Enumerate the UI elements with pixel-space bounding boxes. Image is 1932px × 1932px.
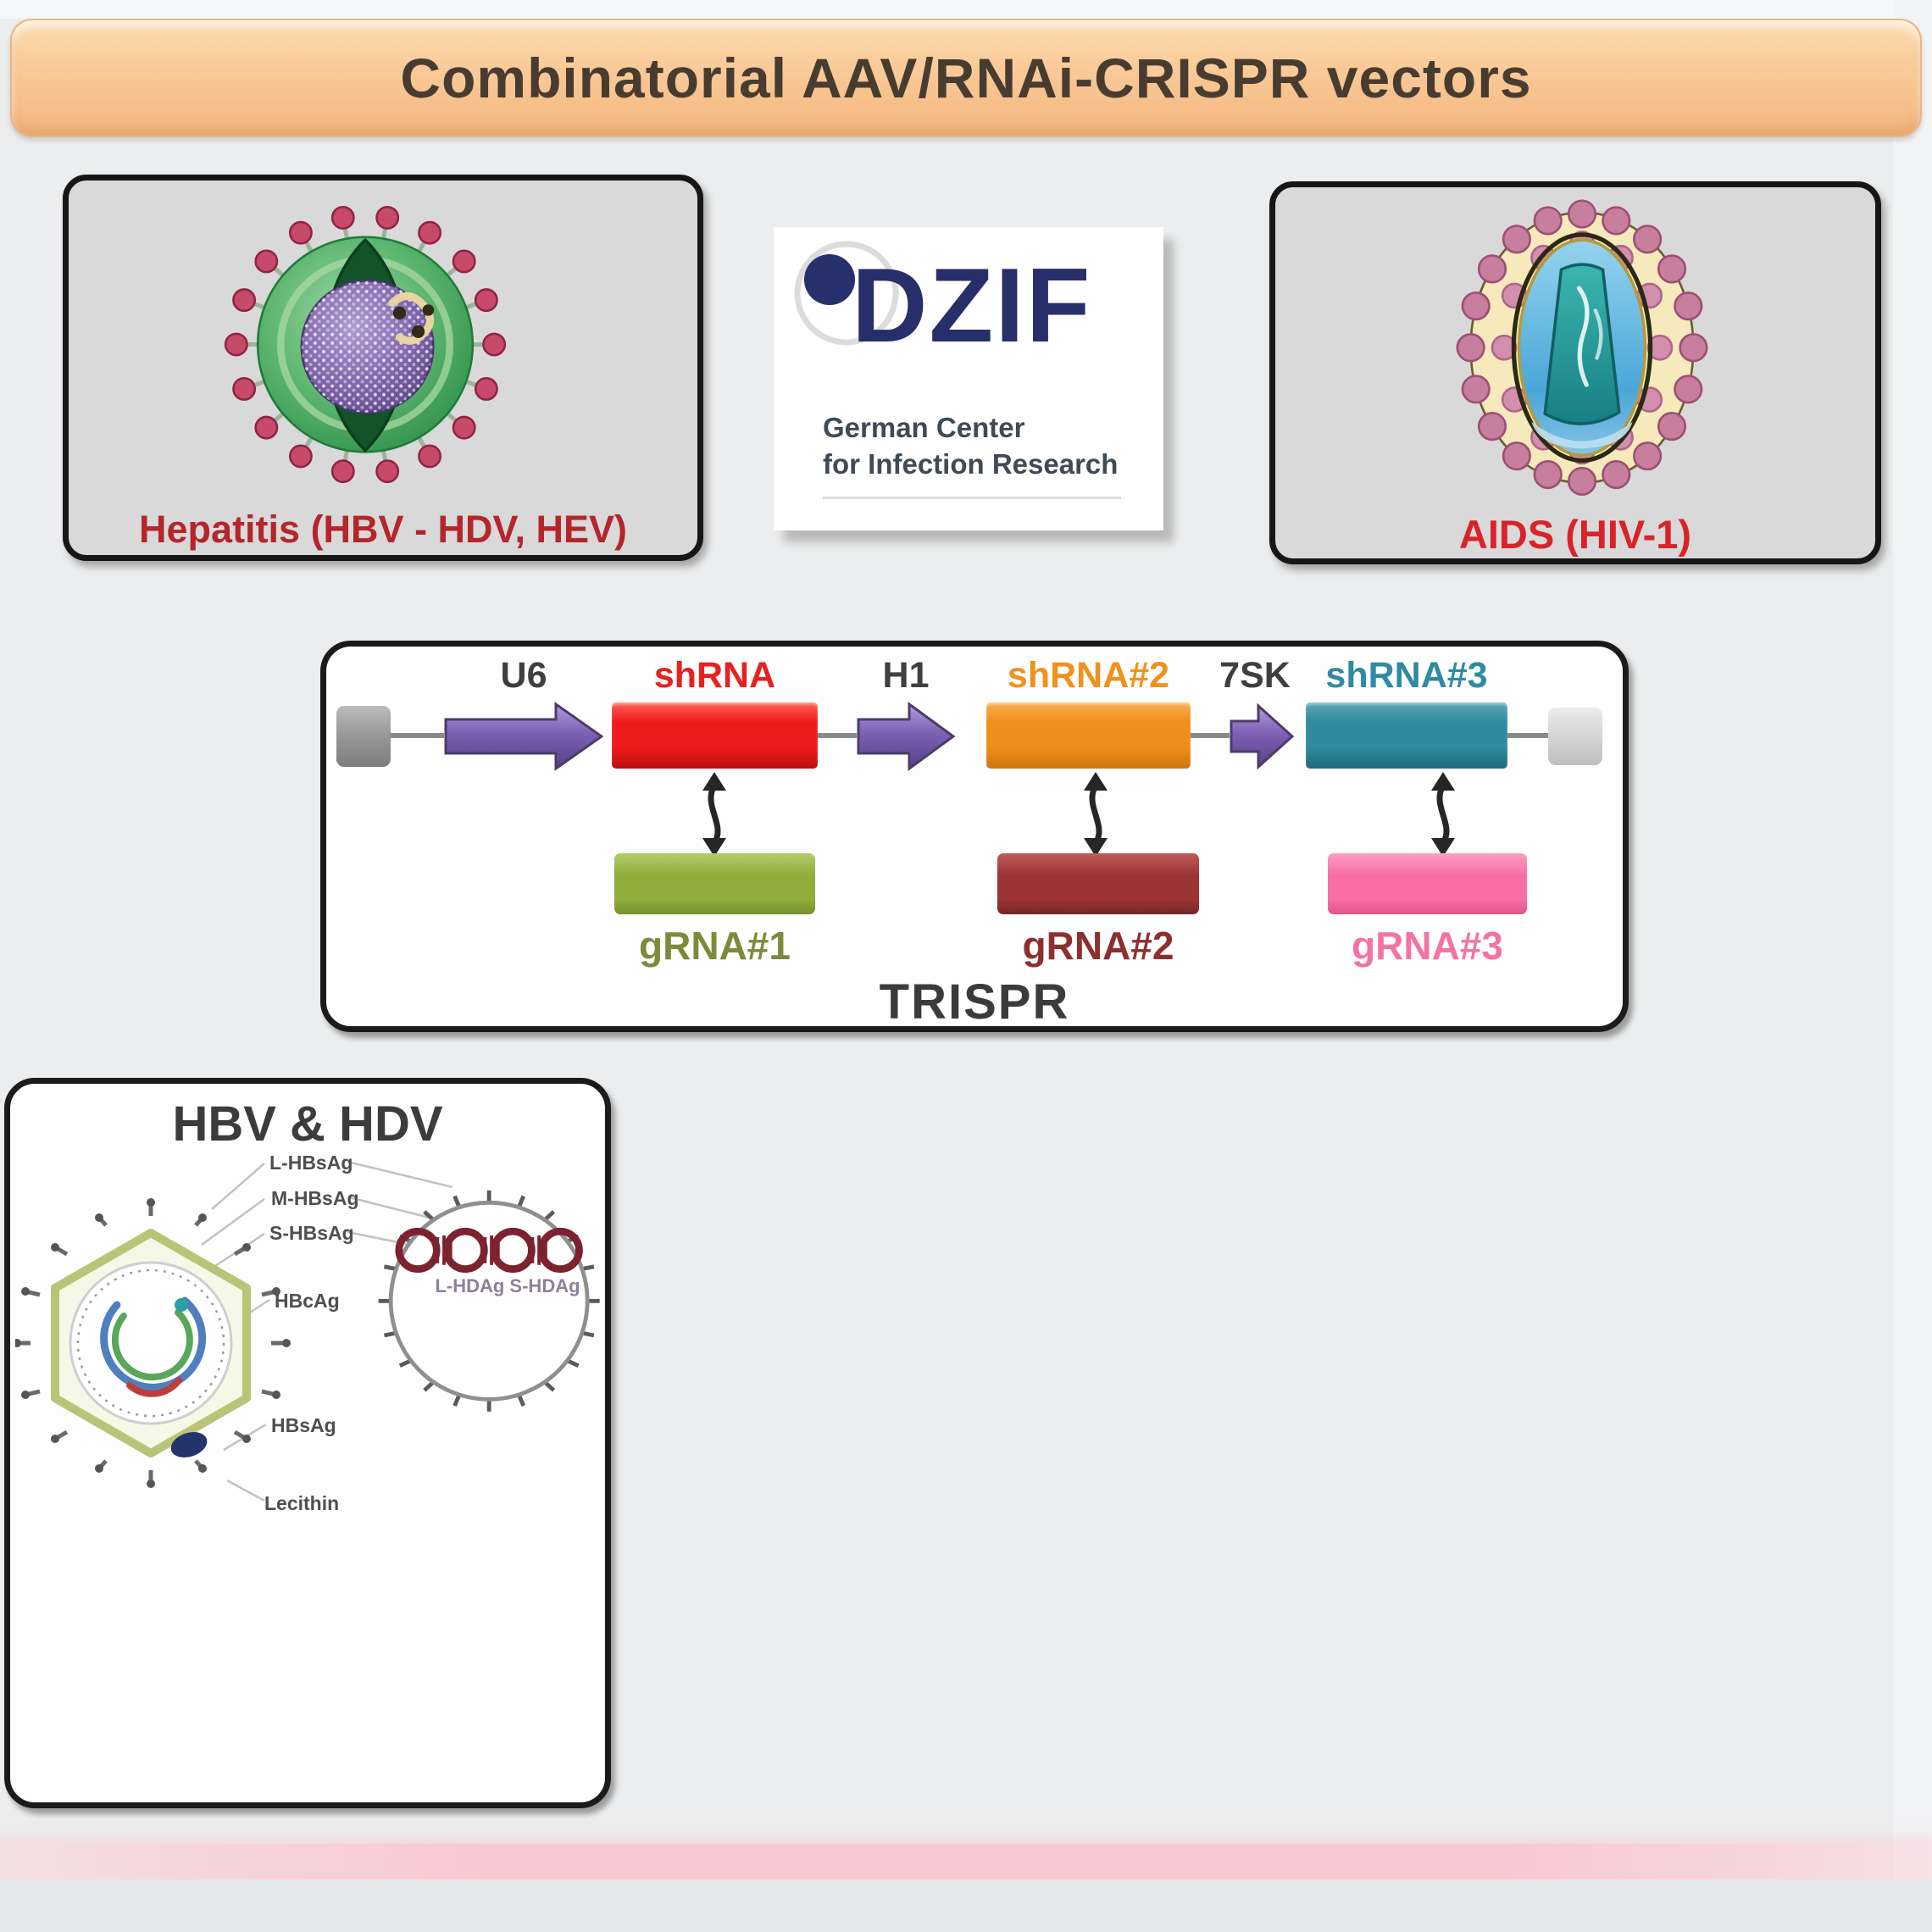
hbv-hdv-title: HBV & HDV <box>172 1096 443 1152</box>
grna1-bar <box>614 853 815 914</box>
hbv-label-l-hbsag: L-HBsAg <box>269 1152 353 1174</box>
dzif-name-line2: for Infection Research <box>823 447 1119 480</box>
hiv-virion-icon <box>1456 199 1708 497</box>
promoter-label-h1: H1 <box>882 655 930 696</box>
backbone-segment <box>391 733 444 738</box>
7sk-promoter-arrow-icon <box>1230 702 1294 770</box>
right-edge-strip <box>1893 0 1932 1932</box>
hbv-label-hbcag: HBcAg <box>275 1290 340 1312</box>
shrna3-block <box>1306 702 1507 769</box>
trispr-box: U6 shRNA H1 shRNA#2 7SK shRNA#3 <box>320 641 1629 1032</box>
dzif-circle-icon <box>794 241 899 346</box>
grna2-bar <box>997 853 1199 914</box>
bottom-pink-band <box>0 1844 1932 1879</box>
hepatitis-virus-icon <box>224 205 507 484</box>
exchange-arrow-2-icon <box>1084 772 1108 857</box>
grna3-label: gRNA#3 <box>1352 924 1503 968</box>
grna1-label: gRNA#1 <box>639 924 791 968</box>
itr-block-right <box>1548 708 1602 765</box>
aids-caption: AIDS (HIV-1) <box>1458 512 1692 557</box>
grna2-label: gRNA#2 <box>1022 924 1174 968</box>
promoter-label-u6: U6 <box>500 655 547 696</box>
exchange-arrow-1-icon <box>702 772 726 857</box>
title-banner: Combinatorial AAV/RNAi-CRISPR vectors <box>10 19 1922 137</box>
shrna2-block <box>986 702 1191 769</box>
shrna1-label: shRNA <box>653 655 776 696</box>
trispr-title: TRISPR <box>879 974 1070 1030</box>
hepatitis-caption: Hepatitis (HBV - HDV, HEV) <box>139 508 627 551</box>
dzif-logo: DZIF German Center for Infection Researc… <box>774 227 1163 530</box>
hbv-label-lecithin: Lecithin <box>264 1492 340 1514</box>
backbone-segment <box>1191 733 1230 738</box>
hdv-virion-icon <box>378 1190 600 1412</box>
promoter-label-7sk: 7SK <box>1219 655 1291 696</box>
itr-block-left <box>336 706 391 767</box>
grna3-bar <box>1328 853 1527 914</box>
hbv-label-hbsag: HBsAg <box>271 1414 336 1436</box>
u6-promoter-arrow-icon <box>444 702 603 771</box>
page-title: Combinatorial AAV/RNAi-CRISPR vectors <box>400 47 1532 109</box>
aids-card: AIDS (HIV-1) <box>1269 181 1881 564</box>
shrna2-label: shRNA#2 <box>1007 655 1170 696</box>
dzif-name: German Center for Infection Research <box>823 410 1118 483</box>
hbv-virion-icon <box>15 1198 291 1488</box>
dzif-acronym: DZIF <box>852 247 1092 364</box>
backbone-segment <box>1507 733 1548 738</box>
bottom-gray-strip <box>0 1879 1932 1932</box>
shrna3-label: shRNA#3 <box>1325 655 1488 696</box>
hepatitis-card: Hepatitis (HBV - HDV, HEV) <box>63 175 703 561</box>
hbv-label-m-hbsag: M-HBsAg <box>271 1187 359 1209</box>
dzif-divider <box>823 497 1121 499</box>
top-edge-strip <box>0 0 1932 19</box>
shrna1-block <box>612 702 818 769</box>
exchange-arrow-3-icon <box>1431 772 1455 857</box>
backbone-segment <box>818 733 857 738</box>
h1-promoter-arrow-icon <box>857 702 955 771</box>
hbv-label-s-hbsag: S-HBsAg <box>269 1222 354 1244</box>
hbv-hdv-box: HBV & HDV <box>4 1078 611 1808</box>
dzif-name-line1: German Center <box>823 412 1025 443</box>
hdv-antigen-label: L-HDAg S-HDAg <box>435 1275 580 1296</box>
